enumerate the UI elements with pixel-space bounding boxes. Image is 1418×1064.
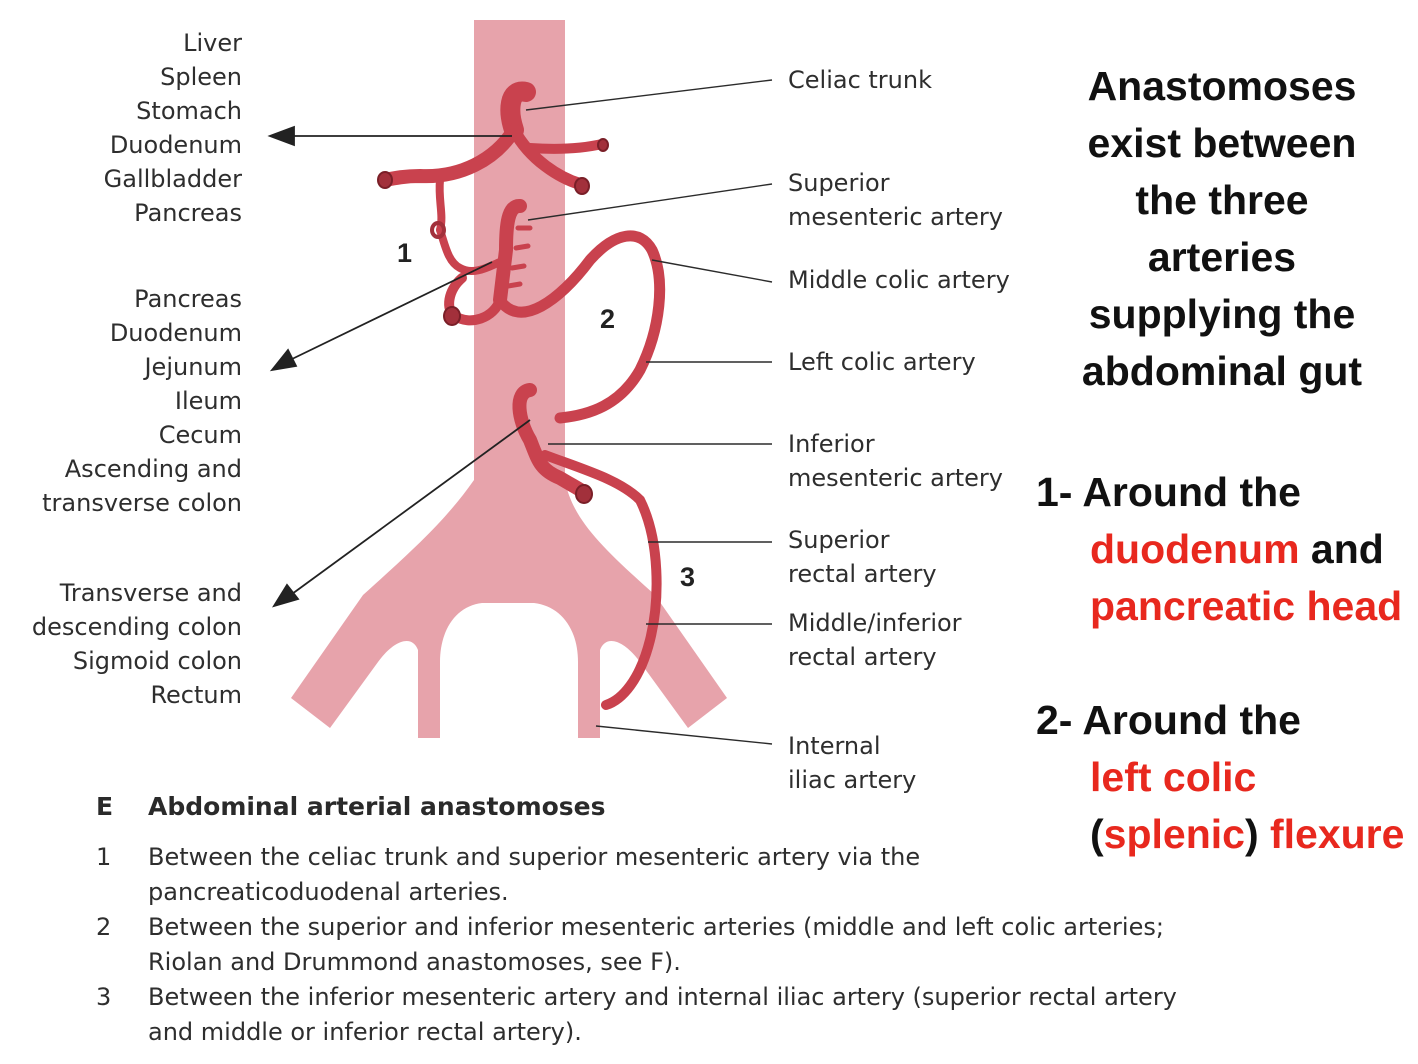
- organ-label: Duodenum: [109, 131, 242, 159]
- organ-label: Cecum: [158, 421, 242, 449]
- highlight-pancreatic-head: pancreatic head: [1090, 583, 1403, 629]
- organ-label: Stomach: [136, 97, 242, 125]
- organ-label: Jejunum: [144, 353, 242, 381]
- caption-item-text: and middle or inferior rectal artery).: [148, 1018, 582, 1046]
- anastomosis-number-2: 2: [600, 304, 616, 334]
- label-middle-inferior-rectal-artery: Middle/inferior rectal artery: [788, 606, 962, 674]
- label-line: rectal artery: [788, 643, 937, 671]
- summary-line: the three: [1135, 177, 1309, 223]
- label-line: iliac artery: [788, 766, 917, 794]
- organ-label: Transverse and: [59, 579, 242, 607]
- ima-organ-list: Transverse and descending colon Sigmoid …: [2, 576, 242, 712]
- label-line: Left colic artery: [788, 348, 976, 376]
- organ-label: descending colon: [31, 613, 242, 641]
- label-line: Middle colic artery: [788, 266, 1010, 294]
- celiac-organ-list: Liver Spleen Stomach Duodenum Gallbladde…: [2, 26, 242, 230]
- label-line: Celiac trunk: [788, 66, 932, 94]
- point-lead: 1- Around the: [1036, 469, 1301, 515]
- point-line: left colic: [1036, 749, 1404, 806]
- highlight-splenic: splenic: [1103, 811, 1245, 857]
- label-line: Internal: [788, 732, 881, 760]
- summary-heading: Anastomoses exist between the three arte…: [1060, 58, 1384, 400]
- label-line: mesenteric artery: [788, 203, 1003, 231]
- highlight-flexure: flexure: [1269, 811, 1405, 857]
- label-superior-rectal-artery: Superior rectal artery: [788, 523, 937, 591]
- summary-point-1: 1- Around the duodenum and pancreatic he…: [1036, 464, 1402, 635]
- sma-organ-list: Pancreas Duodenum Jejunum Ileum Cecum As…: [2, 282, 242, 520]
- label-superior-mesenteric-artery: Superior mesenteric artery: [788, 166, 1003, 234]
- point-line: (splenic) flexure: [1036, 806, 1404, 863]
- caption-item-number: 1: [96, 843, 112, 871]
- vessel-cut-ends: [377, 138, 609, 504]
- label-line: mesenteric artery: [788, 464, 1003, 492]
- paren-close: ): [1244, 811, 1270, 857]
- organ-label: Liver: [183, 29, 242, 57]
- summary-line: abdominal gut: [1081, 348, 1363, 394]
- organ-label: Gallbladder: [103, 165, 242, 193]
- organ-label: Ileum: [174, 387, 242, 415]
- highlight-left-colic: left colic: [1090, 754, 1257, 800]
- caption-item-2: 2 Between the superior and inferior mese…: [96, 910, 1164, 980]
- label-internal-iliac-artery: Internal iliac artery: [788, 729, 916, 797]
- label-left-colic-artery: Left colic artery: [788, 345, 976, 379]
- label-celiac-trunk: Celiac trunk: [788, 63, 932, 97]
- label-inferior-mesenteric-artery: Inferior mesenteric artery: [788, 427, 1003, 495]
- organ-label: Sigmoid colon: [72, 647, 242, 675]
- caption-title: Abdominal arterial anastomoses: [148, 792, 606, 821]
- organ-label: transverse colon: [42, 489, 242, 517]
- superior-mesenteric-artery: [436, 199, 666, 424]
- summary-line: Anastomoses: [1087, 63, 1357, 109]
- caption-letter: E: [96, 792, 114, 821]
- caption-item-text: Between the inferior mesenteric artery a…: [148, 983, 1177, 1011]
- point-lead: 2- Around the: [1036, 697, 1301, 743]
- label-leader-lines: [525, 79, 773, 745]
- summary-point-2: 2- Around the left colic (splenic) flexu…: [1036, 692, 1404, 863]
- anastomosis-number-3: 3: [680, 562, 696, 592]
- caption-item-number: 2: [96, 913, 112, 941]
- caption-item-number: 3: [96, 983, 112, 1011]
- label-middle-colic-artery: Middle colic artery: [788, 263, 1010, 297]
- caption-item-text: Between the superior and inferior mesent…: [148, 913, 1164, 941]
- point-line: duodenum and: [1036, 521, 1402, 578]
- anastomosis-number-1: 1: [397, 238, 413, 268]
- label-line: Inferior: [788, 430, 875, 458]
- organ-label: Duodenum: [109, 319, 242, 347]
- paren-open: (: [1090, 811, 1104, 857]
- organ-label: Pancreas: [134, 285, 242, 313]
- point-line: pancreatic head: [1036, 578, 1402, 635]
- abdominal-aorta: [291, 20, 727, 738]
- highlight-duodenum: duodenum: [1090, 526, 1300, 572]
- label-line: Middle/inferior: [788, 609, 962, 637]
- organ-pointer-arrows: [267, 125, 531, 608]
- caption-item-text: pancreaticoduodenal arteries.: [148, 878, 509, 906]
- summary-line: exist between: [1087, 120, 1357, 166]
- organ-label: Pancreas: [134, 199, 242, 227]
- caption-item-text: Between the celiac trunk and superior me…: [148, 843, 921, 871]
- organ-label: Spleen: [160, 63, 242, 91]
- label-line: rectal artery: [788, 560, 937, 588]
- caption-item-1: 1 Between the celiac trunk and superior …: [96, 840, 920, 910]
- summary-line: supplying the: [1088, 291, 1356, 337]
- caption-item-3: 3 Between the inferior mesenteric artery…: [96, 980, 1177, 1050]
- caption-heading: E Abdominal arterial anastomoses: [96, 792, 606, 821]
- summary-line: arteries: [1147, 234, 1297, 280]
- organ-label: Rectum: [150, 681, 242, 709]
- caption-item-text: Riolan and Drummond anastomoses, see F).: [148, 948, 681, 976]
- label-line: Superior: [788, 169, 890, 197]
- organ-label: Ascending and: [64, 455, 242, 483]
- label-line: Superior: [788, 526, 890, 554]
- point-conjunction: and: [1299, 526, 1384, 572]
